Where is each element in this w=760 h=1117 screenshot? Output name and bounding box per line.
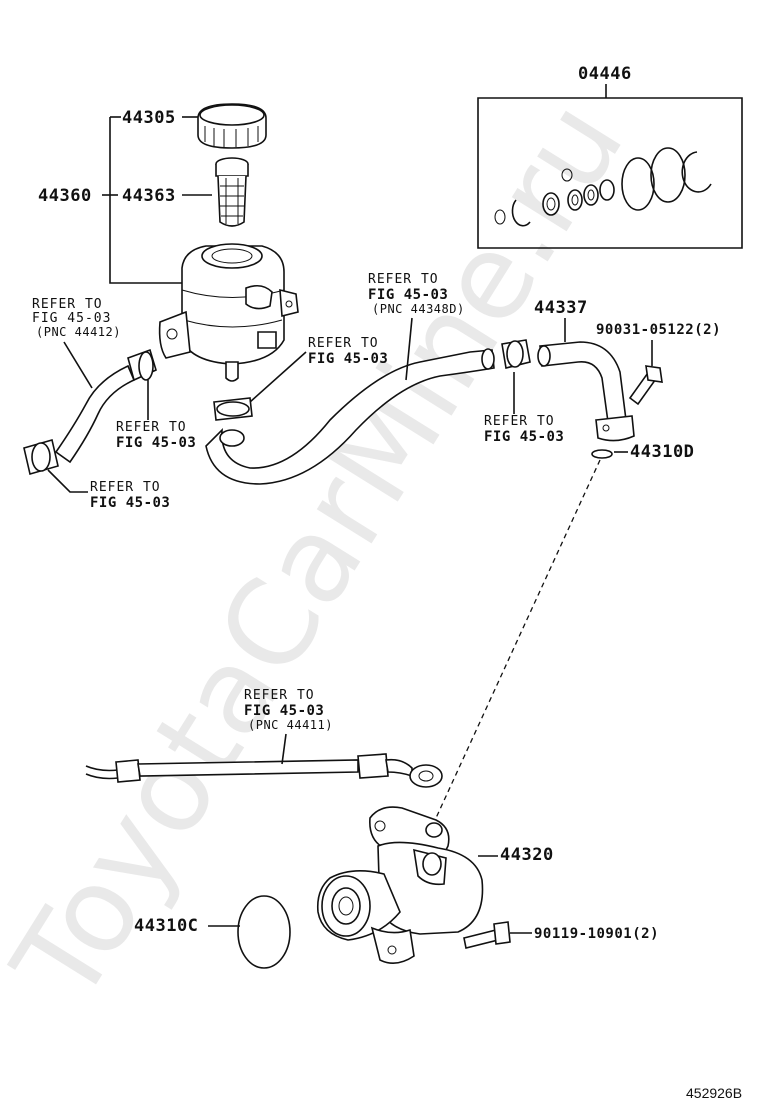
leader-ref-pressure-tube [281, 733, 287, 765]
ref-pressure-tube-pnc: (PNC 44411) [248, 718, 333, 732]
ref-pressure-tube-fig: FIG 45-03 [244, 703, 324, 719]
ref-middle-hose-line1: REFER TO [368, 272, 439, 287]
ref-middle-hose-fig: FIG 45-03 [368, 287, 448, 303]
reservoir-cap [197, 103, 267, 149]
bracket-44360 [109, 117, 183, 284]
leader-ref-reservoir-clamp [249, 351, 307, 403]
ref-left-hose-line1: REFER TO [32, 297, 103, 312]
bolt-90119 [463, 921, 511, 949]
ref-clamp-bottom-left-line1: REFER TO [90, 480, 161, 495]
bolt-90031 [628, 365, 663, 406]
part-label-90031: 90031-05122(2) [596, 322, 721, 338]
ref-left-hose-fig: FIG 45-03 [32, 311, 111, 326]
part-label-04446: 04446 [578, 64, 632, 84]
part-label-44310C: 44310C [134, 916, 198, 936]
part-label-44320: 44320 [500, 845, 554, 865]
part-label-44310D: 44310D [630, 442, 694, 462]
middle-hose [205, 348, 495, 485]
suction-tube-44337 [501, 339, 635, 442]
strainer-44363 [215, 157, 249, 227]
part-label-44360: 44360 [38, 186, 92, 206]
ref-clamp-bottom-left-fig: FIG 45-03 [90, 495, 170, 511]
ref-left-hose-pnc: (PNC 44412) [36, 325, 121, 339]
figure-code: 452926B [686, 1085, 742, 1101]
part-label-44363: 44363 [122, 186, 176, 206]
ref-clamp-left-fig: FIG 45-03 [116, 435, 196, 451]
ref-clamp-left-line1: REFER TO [116, 420, 187, 435]
assembly-dashed-line [435, 459, 601, 819]
ref-right-clamp-fig: FIG 45-03 [484, 429, 564, 445]
part-label-44337: 44337 [534, 298, 588, 318]
ref-right-clamp-line1: REFER TO [484, 414, 555, 429]
part-label-44305: 44305 [122, 108, 176, 128]
pressure-tube [85, 753, 443, 788]
left-hose [23, 348, 157, 476]
ref-reservoir-clamp-fig: FIG 45-03 [308, 351, 388, 367]
leader-ref-middle-hose [405, 317, 413, 381]
reservoir-tank [158, 243, 299, 382]
ref-reservoir-clamp-line1: REFER TO [308, 336, 379, 351]
seal-kit-rings [494, 147, 712, 227]
leader-ref-left-hose [63, 341, 93, 389]
ref-pressure-tube-line1: REFER TO [244, 688, 315, 703]
leader-ref-clamp-bottom-left [47, 469, 88, 493]
oring-44310D [591, 449, 613, 459]
pump-44320 [316, 806, 484, 964]
ref-middle-hose-pnc: (PNC 44348D) [372, 302, 465, 316]
cover-44310C [237, 895, 291, 969]
kit-box [477, 97, 743, 249]
part-label-90119: 90119-10901(2) [534, 926, 659, 942]
